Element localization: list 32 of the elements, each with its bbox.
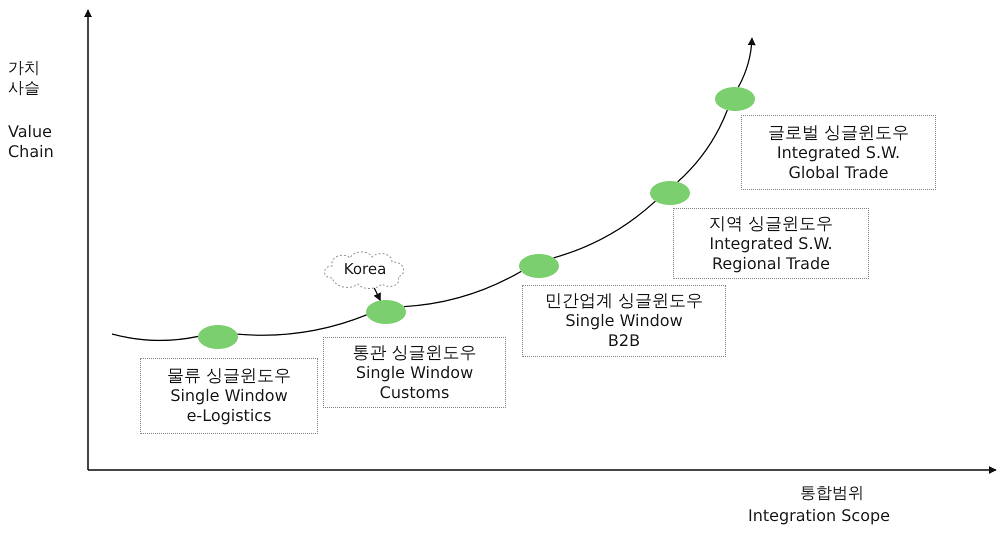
milestone-ellipse <box>366 300 406 324</box>
curve-line <box>112 333 198 342</box>
stage-description: Integrated S.W. Global Trade <box>776 142 902 182</box>
curve-line <box>553 200 656 258</box>
stage-box <box>323 337 506 408</box>
stage-title: 지역 싱글윈도우 <box>708 214 834 234</box>
stage-description: Integrated S.W. Regional Trade <box>708 234 834 274</box>
milestone-ellipse <box>519 254 559 278</box>
axis-title: 통합범위 <box>800 483 864 503</box>
stage-box <box>522 285 726 357</box>
curve-line <box>404 270 522 308</box>
axis-title: 가치 사슬 <box>8 58 41 98</box>
milestone-ellipse <box>198 325 238 349</box>
stage-title: 물류 싱글윈도우 <box>166 366 292 386</box>
stage-title: 민간업계 싱글윈도우 <box>544 291 704 311</box>
stage-box <box>673 208 869 279</box>
stage-box <box>741 115 936 190</box>
stage-title: 글로벌 싱글윈도우 <box>768 122 910 142</box>
axis-title: Value Chain <box>8 122 55 162</box>
stage-box <box>140 358 318 434</box>
milestone-ellipse <box>715 87 755 111</box>
curve-line <box>738 37 756 88</box>
milestone-ellipse <box>650 181 690 205</box>
curve-line <box>237 314 367 336</box>
stage-description: Single Window B2B <box>564 311 684 351</box>
stage-title: 통관 싱글윈도우 <box>352 342 477 362</box>
curve-line <box>677 110 728 182</box>
stage-description: Single Window e-Logistics <box>169 386 289 426</box>
leader-line <box>372 286 381 302</box>
axis-title: Integration Scope <box>748 506 890 526</box>
stage-description: Single Window Customs <box>354 362 474 402</box>
cloud-text: Korea <box>344 260 386 278</box>
